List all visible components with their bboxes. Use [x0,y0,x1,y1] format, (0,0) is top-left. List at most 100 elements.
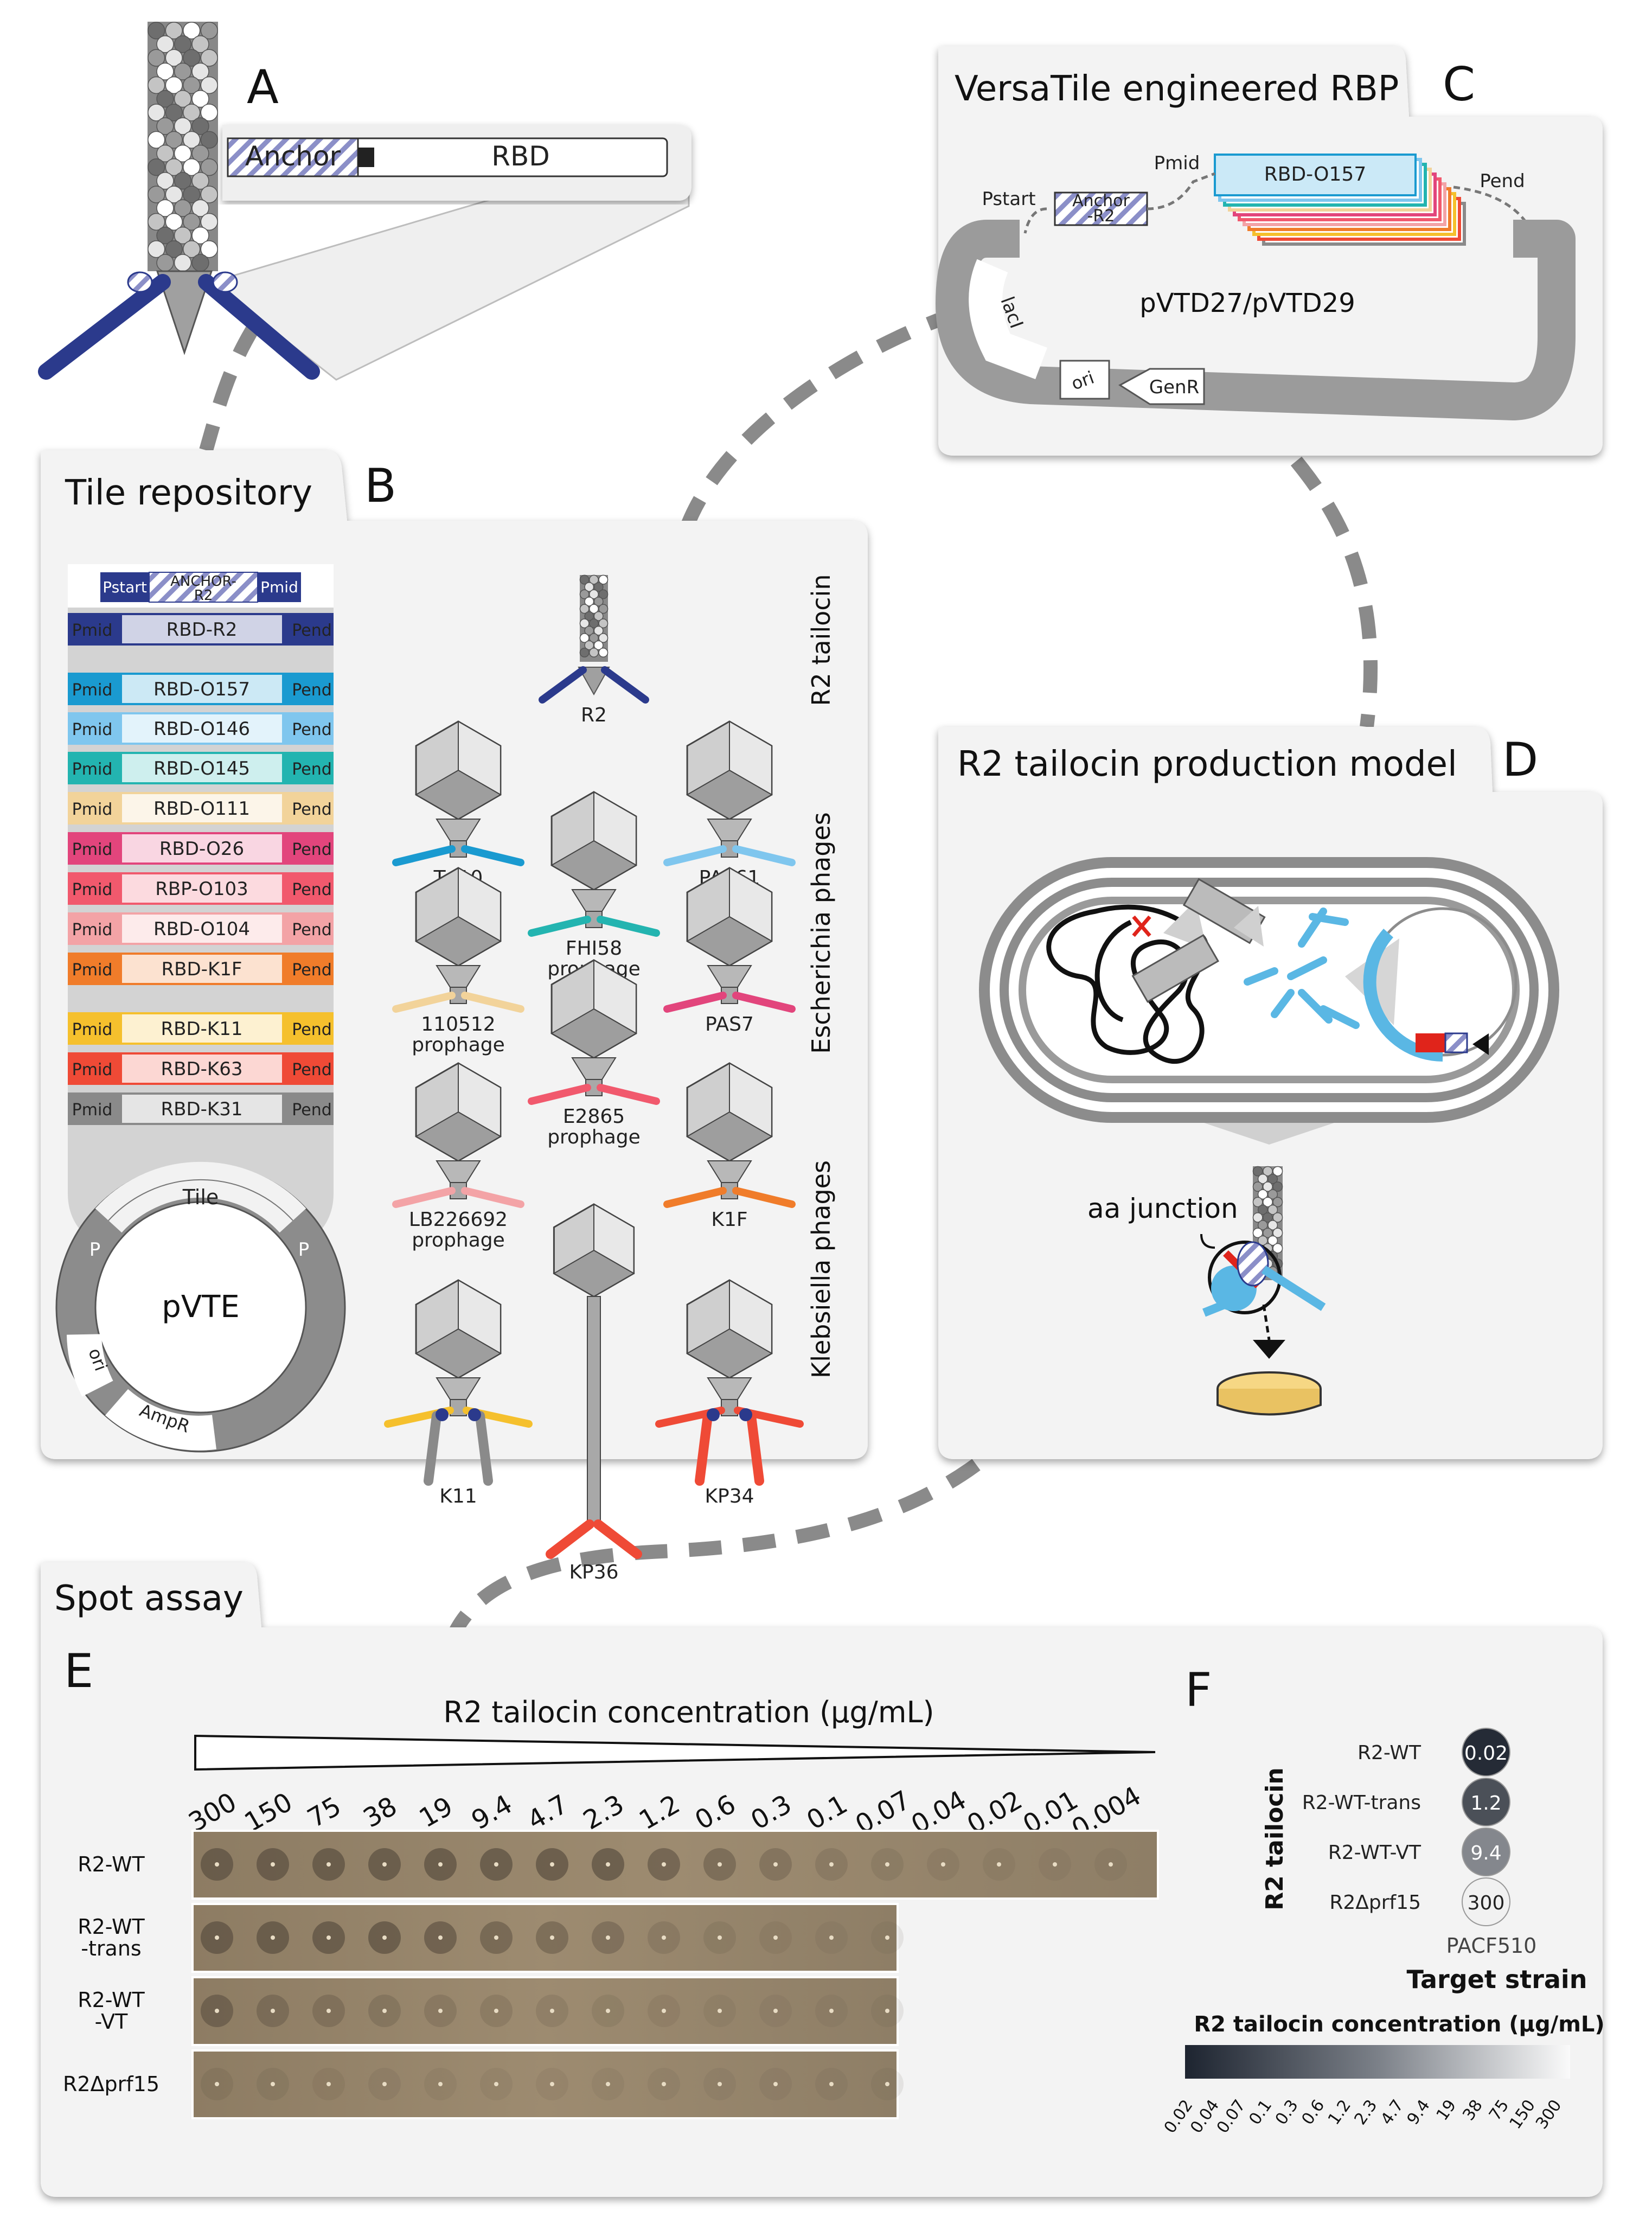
pvte-tile-label: Tile [182,1185,219,1209]
spot-center [773,1862,778,1867]
tile-right-label: Pend [292,921,332,940]
c-plasmid-label: pVTD27/pVTD29 [1139,288,1355,318]
f-scale-bar [1185,2045,1570,2079]
anchor-label-a: Anchor [245,140,341,172]
f-strain-label: PACF510 [1446,1934,1537,1958]
spot-center [662,1935,666,1940]
f-axis-label: R2 tailocin [1261,1767,1289,1910]
anchor-tile-pmid: Pmid [260,578,298,596]
f-row-value: 0.02 [1464,1742,1508,1765]
phage-r2: R2 [539,574,649,726]
anchor-tile-line1: ANCHOR- [170,573,236,590]
spot-center [271,1935,275,1940]
spot-center [326,2009,331,2013]
spot-center [382,1935,387,1940]
f-scale-title: R2 tailocin concentration (µg/mL) [1194,2012,1604,2037]
tile-name: RBD-R2 [167,619,238,641]
tile-right-label: Pend [292,720,332,739]
panel-title-b: Tile repository [65,473,312,513]
phage-label: PAS7 [705,1013,754,1036]
c-pmid-label: Pmid [1154,152,1200,174]
tile-right-label: Pend [292,800,332,819]
c-pend-label: Pend [1480,170,1525,192]
panel-letter-d: D [1502,733,1538,787]
tile-name: RBD-O26 [159,838,244,860]
concentration-axis-title: R2 tailocin concentration (µg/mL) [443,1695,934,1729]
rbd-tile-rbd-o104: Pmid RBD-O104 Pend [68,912,334,945]
spot-center [215,1862,219,1867]
spot-row-sublabel: -trans [81,1937,141,1960]
phage-pas61: PAS61 [663,720,796,889]
tile-name: RBD-O146 [153,718,250,740]
tile-left-label: Pmid [72,720,113,739]
spot-center [382,2009,387,2013]
spot-center [326,1862,331,1867]
tile-left-label: Pmid [72,621,113,640]
panel-c: VersaTile engineered RBP C RBD-O157 Pmid… [936,46,1603,456]
rbd-label-a: RBD [491,140,550,172]
f-row-label: R2-WT [1358,1742,1422,1764]
tile-left-label: Pmid [72,961,113,980]
spot-center [326,2082,331,2086]
rbp-fiber [1298,908,1327,948]
tile-right-label: Pend [292,840,332,859]
spot-center [997,1862,1001,1867]
spot-row-label: R2-WT [78,1852,145,1876]
phage-tp10: Tp10 [392,720,524,889]
spot-center [885,1935,889,1940]
spot-center [382,2082,387,2086]
spot-center [662,2082,666,2086]
tile-name: RBD-O104 [153,918,250,940]
rbp-fiber [1287,956,1327,980]
tile-name: RBD-K63 [161,1058,243,1080]
rbp-fiber [1320,1005,1360,1029]
phage-kp34: KP34 [655,1279,804,1507]
free-fibers [1244,908,1360,1029]
phage-k11: K11 [384,1279,533,1507]
c-rbd-label: RBD-O157 [1264,163,1366,186]
spot-center [550,1935,554,1940]
panel-d: R2 tailocin production model D aa juncti… [938,727,1603,1459]
tile-name: RBD-K1F [162,959,242,980]
panel-b: Tile repository B Pstart ANCHOR- R2 Pmid… [41,450,868,1583]
tile-left-label: Pmid [72,760,113,779]
spot-center [326,1935,331,1940]
phage-pas7: PAS7 [663,867,796,1036]
spot-center [550,1862,554,1867]
spot-center [494,2009,498,2013]
spot-center [773,1935,778,1940]
spot-center [438,2009,443,2013]
tile-right-label: Pend [292,1101,332,1120]
tile-right-label: Pend [292,760,332,779]
tile-left-label: Pmid [72,800,113,819]
phage-label: 110512 [421,1013,495,1036]
tile-left-label: Pmid [72,1101,113,1120]
phage-label: LB226692 [409,1209,508,1231]
spot-center [829,2009,834,2013]
phage-label: R2 [581,704,607,726]
rbd-tile-rbd-o111: Pmid RBD-O111 Pend [68,792,334,825]
spot-center [829,1935,834,1940]
spot-center [606,2009,610,2013]
tile-name: RBD-O111 [153,798,250,820]
panel-title-d: R2 tailocin production model [957,744,1457,784]
tile-name: RBD-K31 [161,1098,243,1120]
rbp-fiber [1244,967,1278,986]
panel-title-e: Spot assay [54,1579,244,1619]
pvte-label: pVTE [162,1289,239,1325]
tile-name: RBD-K11 [161,1018,243,1040]
spot-center [438,1862,443,1867]
f-row-value: 1.2 [1470,1792,1501,1814]
spot-center [494,1862,498,1867]
c-pstart-label: Pstart [982,188,1035,210]
spot-row: R2-WT-VT [78,1976,904,2046]
tile-left-label: Pmid [72,921,113,940]
phage-label: K1F [711,1209,747,1231]
rbd-tile-rbd-o146: Pmid RBD-O146 Pend [68,712,334,745]
rbp-fiber [1271,989,1295,1018]
